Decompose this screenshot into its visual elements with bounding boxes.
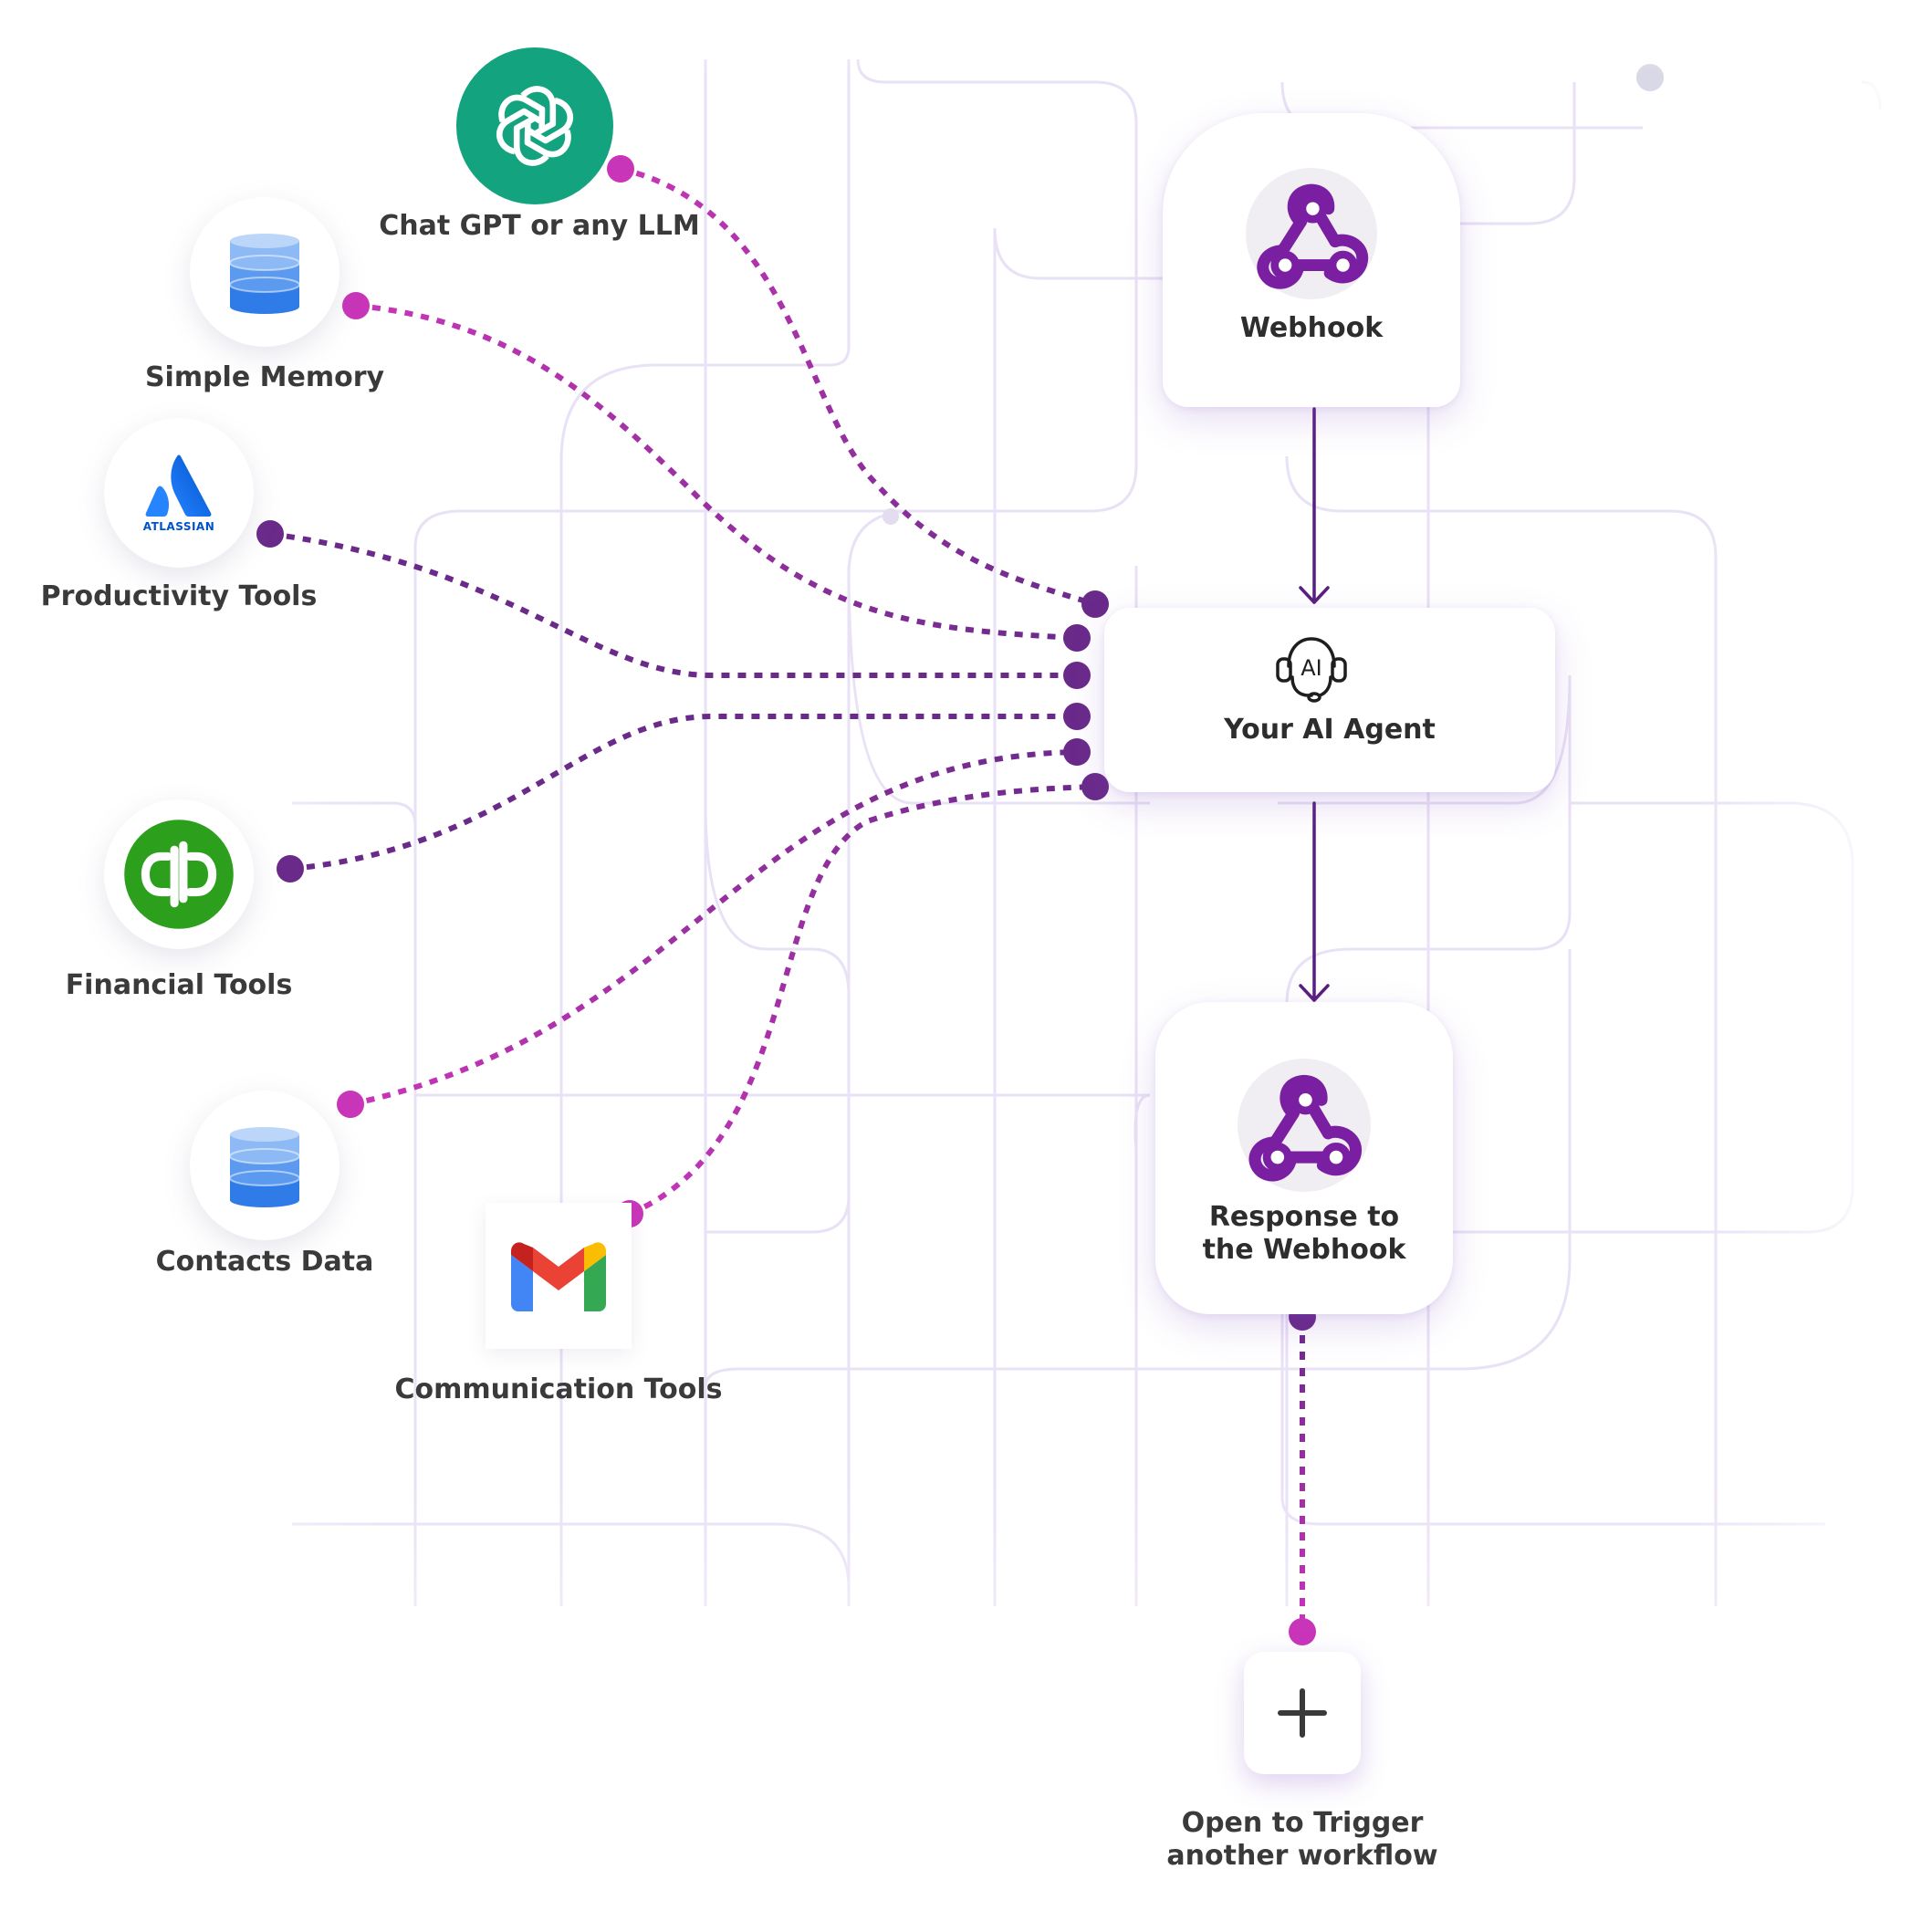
agent-input-dot[interactable] — [1081, 590, 1109, 618]
plus-icon — [1278, 1688, 1327, 1738]
ai-agent-node[interactable]: AI Your AI Agent — [1104, 608, 1555, 792]
webhook-icon — [1246, 168, 1377, 299]
atlassian-icon — [145, 454, 212, 517]
ai-agent-label: Your AI Agent — [1224, 714, 1436, 746]
communication-label: Communication Tools — [394, 1373, 723, 1405]
productivity-label: Productivity Tools — [40, 580, 318, 612]
webhook-icon — [1238, 1059, 1371, 1192]
agent-input-dot[interactable] — [1063, 738, 1091, 766]
trigger-label-line2: another workflow — [1166, 1840, 1438, 1872]
agent-input-dot[interactable] — [1063, 662, 1091, 689]
gmail-icon — [511, 1242, 606, 1311]
database-icon — [229, 234, 300, 314]
connector-financial — [289, 714, 1077, 872]
connector-simple-memory — [355, 303, 1078, 641]
response-node[interactable]: Response to the Webhook — [1155, 1002, 1453, 1314]
port-dot-chatgpt[interactable] — [607, 155, 634, 183]
grid-node-dot — [883, 508, 899, 525]
agent-input-dot[interactable] — [1063, 624, 1091, 652]
port-dot-productivity[interactable] — [256, 520, 284, 548]
simple-memory-node[interactable] — [190, 197, 339, 347]
port-dot-contacts[interactable] — [337, 1091, 364, 1118]
contacts-label: Contacts Data — [155, 1246, 374, 1278]
connector-chatgpt — [620, 166, 1096, 607]
quickbooks-icon — [124, 820, 234, 929]
atlassian-logo-text: ATLASSIAN — [142, 520, 215, 533]
simple-memory-label: Simple Memory — [144, 361, 385, 393]
response-label-line1: Response to — [1208, 1201, 1400, 1233]
ai-icon-text: AI — [1300, 655, 1322, 681]
financial-node[interactable] — [104, 799, 254, 949]
productivity-node[interactable]: ATLASSIAN — [104, 418, 254, 568]
connector-contacts — [350, 749, 1078, 1107]
port-dot-simple-memory[interactable] — [342, 292, 370, 319]
webhook-label: Webhook — [1239, 312, 1384, 344]
database-icon — [229, 1127, 300, 1207]
agent-input-dot[interactable] — [1063, 703, 1091, 730]
connector-communication — [628, 784, 1096, 1217]
port-dot-financial[interactable] — [277, 855, 304, 882]
financial-label: Financial Tools — [65, 969, 293, 1001]
communication-node[interactable] — [486, 1203, 632, 1349]
trigger-input-dot[interactable] — [1289, 1618, 1316, 1645]
ai-headset-icon: AI — [1276, 637, 1347, 703]
connector-productivity — [269, 531, 1077, 678]
chatgpt-node[interactable] — [456, 47, 613, 204]
add-trigger-button[interactable] — [1244, 1652, 1361, 1774]
trigger-label-line1: Open to Trigger — [1181, 1807, 1424, 1839]
webhook-node[interactable]: Webhook — [1163, 113, 1460, 407]
contacts-node[interactable] — [190, 1091, 339, 1240]
agent-input-dot[interactable] — [1081, 773, 1109, 800]
openai-icon — [496, 86, 574, 166]
chatgpt-label: Chat GPT or any LLM — [379, 210, 700, 242]
response-label-line2: the Webhook — [1202, 1234, 1406, 1266]
